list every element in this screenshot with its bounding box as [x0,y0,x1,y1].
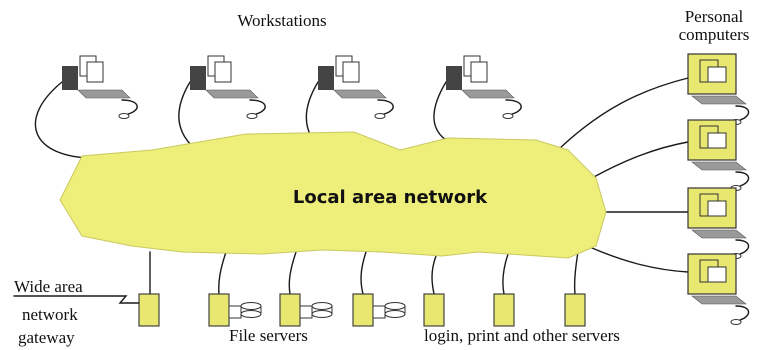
server-icon [493,293,515,327]
file-servers-label: File servers [229,326,308,345]
cable-workstation-1 [34,81,89,159]
cable-server-3 [573,251,579,295]
personal-computers-label-line2: computers [679,25,750,44]
cable-file-server-3 [360,251,367,295]
personal-computer-icon [687,253,750,325]
cable-file-server-1 [218,251,227,295]
workstations-label: Workstations [237,11,326,30]
workstation-icon [318,55,394,119]
workstation-icon [190,55,266,119]
server-icon [279,293,313,327]
personal-computer-icon [687,187,750,259]
disk-icon [311,302,333,318]
personal-computer-icon [687,53,750,125]
cable-workstation-2 [178,81,193,147]
server-icon [564,293,586,327]
cable-workstation-4 [433,81,447,141]
personal-computer-icon [687,119,750,191]
cable-pc-2 [591,141,689,179]
workstation-icon [446,55,522,119]
disk-icon [240,302,262,318]
server-icon [208,293,242,327]
lan-label: Local area network [293,187,488,208]
cable-pc-4 [591,247,689,273]
server-icon [352,293,386,327]
wan-label-line2: network [22,305,78,324]
disk-icon [384,302,406,318]
lan-cloud [59,131,607,259]
cable-server-1 [431,255,437,295]
server-icon [423,293,445,327]
cables [34,77,689,295]
cable-file-server-2 [288,251,297,295]
wan-label-line1: Wide area [14,277,83,296]
gateway-icon [13,293,160,327]
wan-link-line [13,295,140,304]
cable-pc-1 [557,77,689,151]
workstation-icon [62,55,138,119]
personal-computers-label-line1: Personal [685,7,744,26]
cable-server-2 [502,253,509,295]
other-servers-label: login, print and other servers [424,326,620,345]
wan-label-line3: gateway [18,328,75,347]
